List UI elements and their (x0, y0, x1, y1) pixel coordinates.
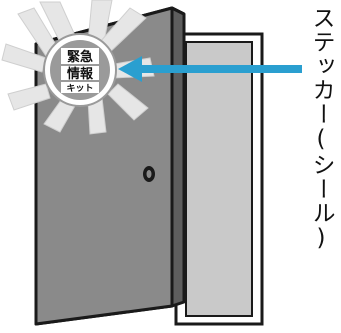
sticker-glow-burst (1, 0, 155, 135)
sticker-line2: 情報 (67, 66, 94, 82)
emergency-info-kit-sticker: 緊急 情報 キット (43, 33, 117, 107)
door-knob-icon (143, 166, 155, 182)
callout-arrow (118, 56, 302, 82)
sticker-line1: 緊急 (67, 49, 93, 65)
door-frame (174, 32, 264, 326)
sticker-callout-label: ステッカー(シール) (308, 6, 334, 252)
sticker-line3: キット (66, 83, 93, 94)
